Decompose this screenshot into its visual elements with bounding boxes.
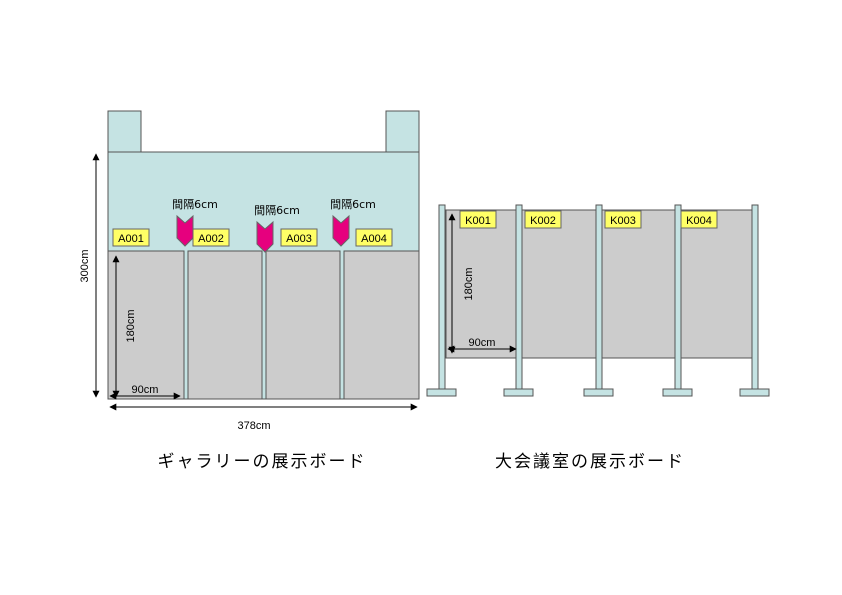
label-text: K002	[530, 215, 556, 227]
hall-panel-width-dimension: 90cm	[447, 337, 517, 353]
gallery-panel-3	[265, 250, 341, 400]
dimension-text: 378cm	[237, 420, 270, 432]
gallery-left-pillar	[107, 110, 142, 153]
gap-label: 間隔6cm	[172, 198, 218, 211]
label-text: A003	[286, 233, 312, 245]
dimension-text: 90cm	[132, 384, 159, 396]
hall-post-1	[426, 204, 457, 397]
hall-post-3	[583, 204, 614, 397]
gallery-caption: ギャラリーの展示ボード	[158, 452, 367, 472]
hall-label-k002: K002	[524, 210, 562, 229]
hall-label-k001: K001	[459, 210, 497, 229]
gallery-label-a002: A002	[192, 228, 230, 247]
hall-post-5	[739, 204, 770, 397]
dimension-text: 90cm	[469, 337, 496, 349]
hall-label-k003: K003	[604, 210, 642, 229]
label-text: K003	[610, 215, 636, 227]
label-text: K004	[686, 215, 712, 227]
gap-label: 間隔6cm	[254, 204, 300, 217]
hall-panel-3	[601, 209, 678, 359]
hall-board: K001 K002 K003 K004 180cm 90cm 大会議室の展示ボー…	[426, 204, 770, 472]
gallery-label-a004: A004	[355, 228, 393, 247]
gallery-right-pillar	[385, 110, 420, 153]
label-text: A004	[361, 233, 387, 245]
gap-marker-1: 間隔6cm	[172, 198, 218, 247]
gap-marker-3: 間隔6cm	[330, 198, 376, 247]
gallery-panel-height-dimension: 180cm	[112, 255, 137, 398]
hall-panel-2	[521, 209, 599, 359]
gallery-panel-width-dimension: 90cm	[109, 384, 181, 400]
dimension-text: 300cm	[79, 249, 91, 282]
gallery-panel-2	[187, 250, 263, 400]
dimension-text: 180cm	[125, 309, 137, 342]
hall-label-k004: K004	[680, 210, 718, 229]
label-text: K001	[465, 215, 491, 227]
gap-marker-2: 間隔6cm	[254, 204, 300, 253]
label-text: A002	[198, 233, 224, 245]
gallery-panel-1	[107, 250, 185, 400]
hall-caption: 大会議室の展示ボード	[495, 452, 685, 472]
gallery-width-dimension: 378cm	[109, 403, 418, 432]
hall-panel-4	[680, 209, 755, 359]
gallery-label-a003: A003	[280, 228, 318, 247]
gallery-height-dimension: 300cm	[79, 153, 100, 398]
label-text: A001	[118, 233, 144, 245]
gallery-board: A001 A002 A003 A004 間隔6cm 間隔6cm 間隔6cm	[79, 110, 420, 472]
hall-panel-height-dimension: 180cm	[448, 213, 475, 354]
hall-panel-1	[445, 209, 519, 359]
gallery-label-a001: A001	[112, 228, 150, 247]
hall-post-4	[662, 204, 693, 397]
dimension-text: 180cm	[463, 267, 475, 300]
gallery-panel-4	[343, 250, 420, 400]
hall-post-2	[503, 204, 534, 397]
gap-label: 間隔6cm	[330, 198, 376, 211]
